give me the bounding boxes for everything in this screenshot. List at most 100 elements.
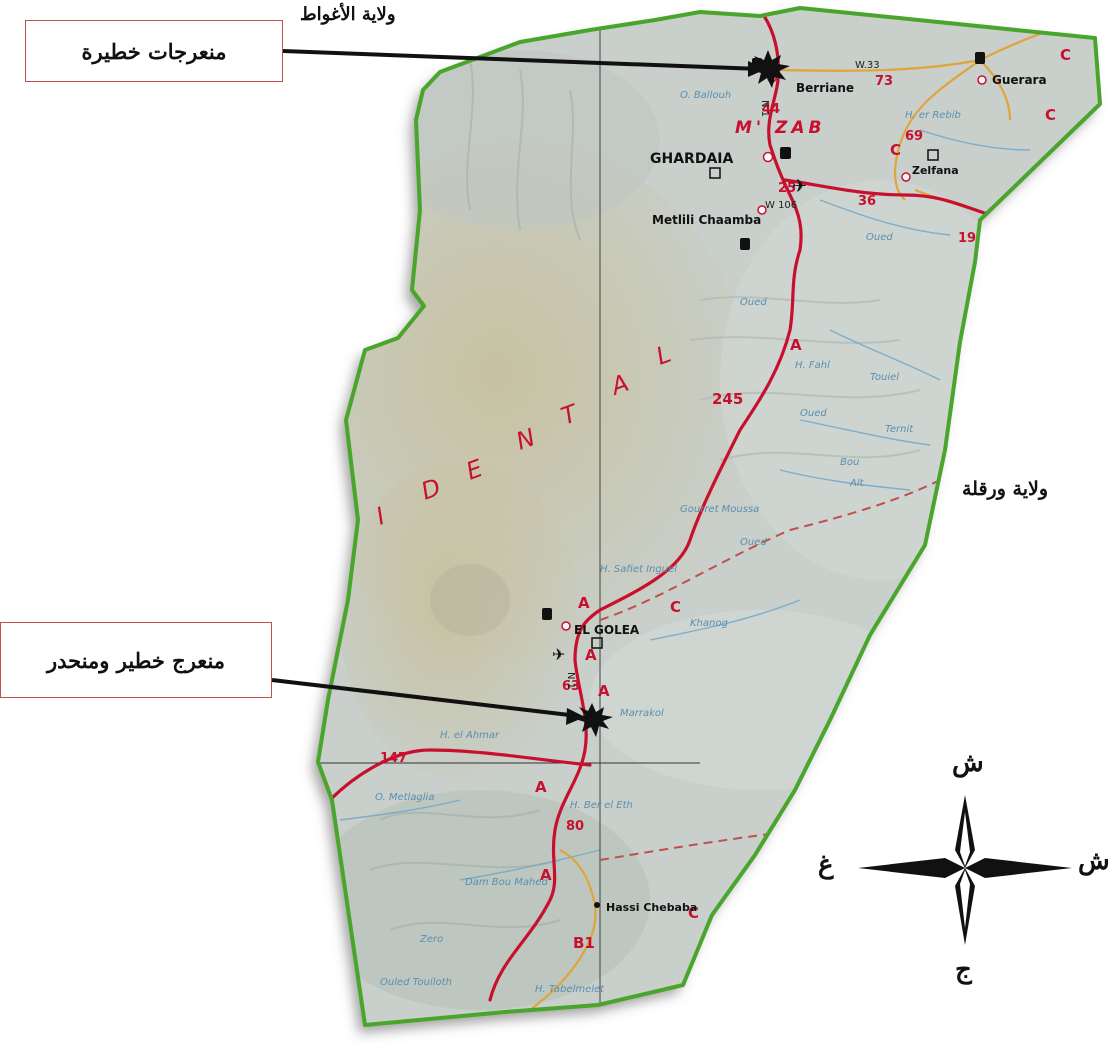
map-symbols: ✈ ✈ <box>542 52 985 664</box>
place-name: H. Ber el Eth <box>570 800 633 811</box>
place-name: Zero <box>419 934 443 945</box>
place-name: Ternit <box>885 424 914 435</box>
place-name: H. er Rebib <box>905 110 961 121</box>
place-name: H. Tabelmelet <box>535 984 605 995</box>
danger-burst-icon <box>750 50 790 88</box>
route-letter: C <box>1060 46 1071 64</box>
region-border <box>316 6 1102 1027</box>
town-label: Metlili Chaamba <box>652 213 761 227</box>
road-code: N.1 <box>759 100 770 117</box>
route-letter: C <box>688 904 699 922</box>
place-name: O. Metlaglia <box>375 792 434 803</box>
place-name: H. Fahl <box>795 360 830 371</box>
callout-arrow-top <box>282 49 761 71</box>
route-letter: A <box>598 682 610 700</box>
place-name: Oued <box>740 297 767 308</box>
callout-dangerous-curves: منعرجات خطيرة <box>25 20 283 82</box>
compass-needle-icon <box>965 858 1072 878</box>
route-letter: A <box>585 646 597 664</box>
hotel-icon <box>591 637 603 649</box>
route-letter: C <box>1045 106 1056 124</box>
place-name: O. Ballouh <box>680 90 731 101</box>
region-label-east: ولاية ورقلة <box>962 478 1049 500</box>
road-numbers: 44 73 69 25 36 19 245 63 80 147 <box>380 74 976 834</box>
airport-icon: ✈ <box>792 176 807 197</box>
compass-north-label: ش <box>952 748 984 778</box>
compass-west-label: غ <box>818 850 834 880</box>
town-label: Zelfana <box>912 164 959 177</box>
town-dot <box>561 621 571 631</box>
place-name: Bou <box>840 457 859 468</box>
route-letter: A <box>578 594 590 612</box>
town-label: Berriane <box>796 81 854 95</box>
place-name: Alt <box>849 478 865 489</box>
place-name: H. Safiet Inguel <box>600 564 677 575</box>
road-code: N.1 <box>565 672 576 689</box>
fuel-icon <box>780 147 791 159</box>
callout-text: منعرج خطير ومنحدر <box>46 647 226 673</box>
route-letter: A <box>535 778 547 796</box>
place-name: Gourret Moussa <box>680 504 759 515</box>
place-names: H. Safiet Inguel Gourret Moussa Khanog M… <box>375 90 961 995</box>
town-dot <box>901 172 911 182</box>
compass-rose <box>858 795 1072 945</box>
place-name: Oued <box>866 232 893 243</box>
fuel-icon <box>975 52 985 64</box>
town-label: EL GOLEA <box>574 623 640 637</box>
place-name: Marrakol <box>620 708 664 719</box>
region-label-north: ولاية الأغواط <box>300 4 396 25</box>
place-name: Khanog <box>690 618 728 629</box>
town-dot <box>977 75 987 85</box>
place-name: Oued <box>800 408 827 419</box>
hotel-icon <box>927 149 939 161</box>
hotel-icon <box>709 167 721 179</box>
callout-text: منعرجات خطيرة <box>81 38 227 64</box>
town-dot <box>757 205 767 215</box>
route-letter: A <box>790 336 802 354</box>
route-letter: C <box>890 141 901 159</box>
callout-arrow-bottom <box>271 678 579 718</box>
town-label: Hassi Chebaba <box>606 901 697 914</box>
town-dot <box>594 902 600 908</box>
callout-dangerous-curve-slope: منعرج خطير ومنحدر <box>0 622 272 698</box>
danger-burst-icon <box>575 703 613 737</box>
place-name: H. el Ahmar <box>440 730 500 741</box>
mzab-label: M' ZAB <box>735 118 825 138</box>
road-number: 73 <box>875 74 893 89</box>
compass-needle-icon <box>858 858 965 878</box>
route-letter: A <box>540 866 552 884</box>
airport-icon: ✈ <box>552 645 565 664</box>
route-letter: B1 <box>573 934 595 952</box>
compass-south-label: ج <box>955 955 972 985</box>
road-code: W.33 <box>855 60 880 71</box>
towns: Berriane Guerara GHARDAIA Zelfana Metlil… <box>561 73 1047 914</box>
road-number: 25 <box>778 181 796 196</box>
place-name: Oued <box>740 537 767 548</box>
fuel-icon <box>740 238 750 250</box>
arrowhead-icon <box>748 61 766 77</box>
arrowhead-icon <box>566 708 585 725</box>
road-codes: W.33 N.1 W 106 N.1 <box>565 60 880 689</box>
place-name: Ouled Touiloth <box>380 977 452 988</box>
route-letter: C <box>670 598 681 616</box>
compass-east-label: ش <box>1078 846 1110 876</box>
road-number: 147 <box>380 751 407 766</box>
place-name: Dam Bou Mahed <box>465 877 548 888</box>
town-dot <box>762 151 774 163</box>
route-letters: A A A A A A C C C C C B1 <box>535 46 1071 952</box>
fuel-icon <box>542 608 552 620</box>
place-name: Touiel <box>870 372 899 383</box>
terrain-texture <box>318 8 1100 1025</box>
town-label: Guerara <box>992 73 1047 87</box>
road-number: 245 <box>712 390 743 408</box>
road-number: 44 <box>762 102 780 117</box>
town-label: GHARDAIA <box>650 151 733 167</box>
road-number: 69 <box>905 129 923 144</box>
wadis <box>339 129 1031 881</box>
road-number: 19 <box>958 231 976 246</box>
main-roads <box>328 8 992 1002</box>
road-number: 36 <box>858 194 876 209</box>
road-code: W 106 <box>765 200 797 211</box>
road-number: 63 <box>562 679 580 694</box>
